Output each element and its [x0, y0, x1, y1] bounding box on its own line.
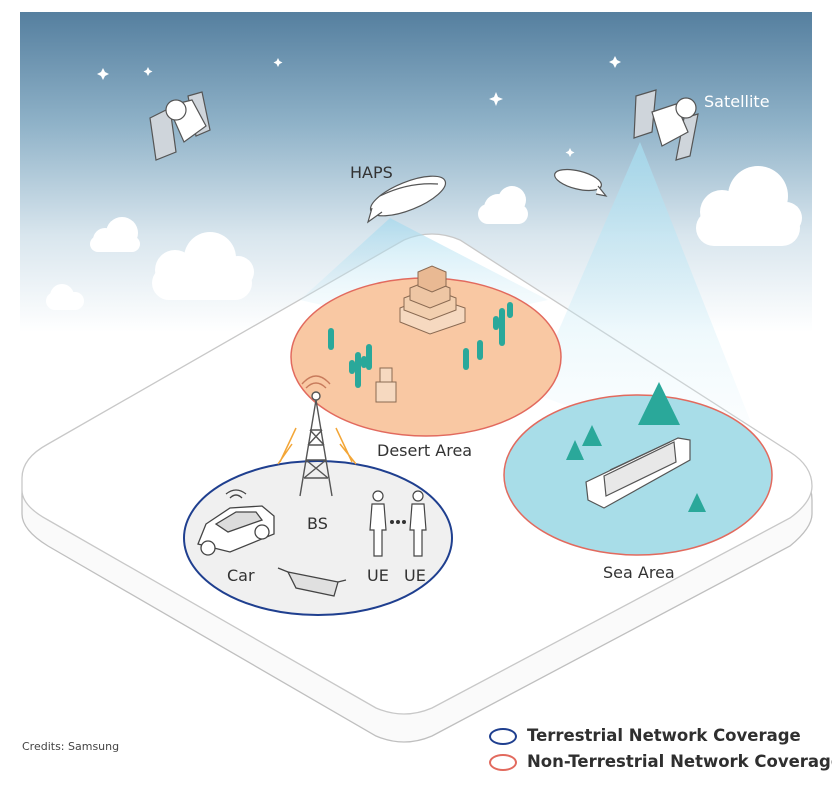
sea-area-label: Sea Area — [603, 563, 675, 582]
bs-label: BS — [307, 514, 328, 533]
cactus-icon — [328, 302, 513, 388]
desert-area-label: Desert Area — [377, 441, 473, 460]
cell-tower-icon — [277, 375, 357, 497]
haps-airship-icon — [366, 175, 447, 224]
terrestrial-area-coverage — [183, 460, 453, 616]
satellite-icon — [633, 89, 699, 161]
haps-airship-icon — [554, 168, 608, 197]
satellite-label: Satellite — [704, 92, 770, 111]
satellite-beam — [532, 142, 750, 426]
legend-label-terrestrial: Terrestrial Network Coverage — [527, 726, 801, 745]
legend-swatch-terrestrial — [489, 728, 517, 745]
haps-label: HAPS — [350, 163, 393, 182]
ship-icon — [585, 437, 691, 509]
buoy-tree-icon — [566, 382, 706, 512]
vr-glasses-icon — [277, 567, 347, 597]
person-icon — [369, 490, 387, 557]
building-icon — [399, 265, 466, 335]
person-icon — [409, 490, 427, 557]
satellite-icon — [149, 91, 211, 161]
ellipsis-dots — [390, 520, 406, 524]
credits: Credits: Samsung — [22, 740, 120, 753]
legend-swatch-non-terrestrial — [489, 754, 517, 771]
ue-label-1: UE — [367, 566, 389, 585]
cloud-icon — [46, 166, 802, 310]
legend-label-non-terrestrial: Non-Terrestrial Network Coverage — [527, 752, 832, 771]
ue-label-2: UE — [404, 566, 426, 585]
star-icon — [97, 56, 621, 157]
car-icon — [197, 489, 275, 556]
car-label: Car — [227, 566, 255, 585]
box-stack-icon — [375, 367, 397, 403]
